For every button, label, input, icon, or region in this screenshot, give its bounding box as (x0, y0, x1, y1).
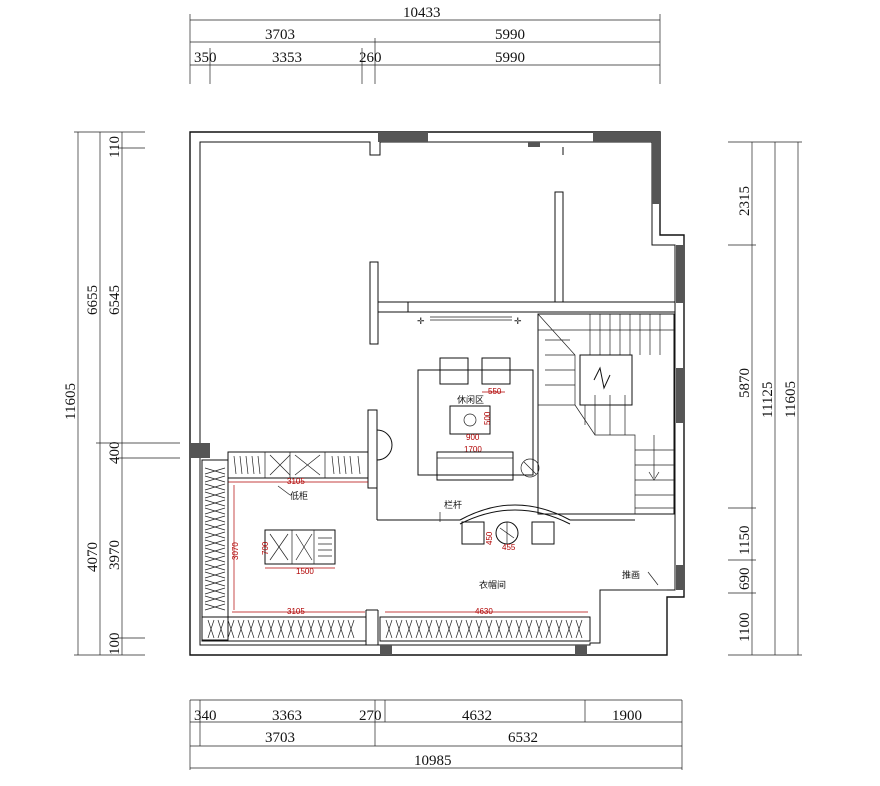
dim-left-100: 100 (107, 633, 123, 656)
measure-500: 500 (483, 411, 492, 425)
dim-left-4070: 4070 (85, 542, 101, 572)
dim-bottom-total: 10985 (414, 753, 452, 769)
dim-top-5990b: 5990 (495, 50, 525, 66)
measure-4630: 4630 (475, 607, 493, 616)
dim-left-400: 400 (107, 442, 123, 465)
interior-partitions: ✛ ✛ (365, 142, 676, 645)
dim-left-11605: 11605 (63, 383, 79, 420)
dim-bottom-6532: 6532 (508, 730, 538, 746)
measure-900: 900 (466, 433, 480, 442)
dim-right-690: 690 (737, 568, 753, 591)
low-cabinet: 3105 低柜 (227, 451, 369, 502)
left-wardrobe: 3070 (201, 459, 240, 641)
walls (189, 131, 685, 656)
measure-700: 700 (261, 541, 270, 555)
bottom-wardrobes: 3105 4630 (201, 607, 591, 642)
left-dimensions: 11605 6655 4070 110 6545 400 3970 100 (63, 131, 180, 656)
dim-right-1150: 1150 (737, 526, 753, 555)
wardrobe-room: 衣帽间 推画 (479, 569, 667, 591)
railing: 栏杆 450 455 (439, 499, 571, 552)
dim-right-11125: 11125 (760, 382, 776, 418)
label-railing: 栏杆 (444, 499, 462, 511)
measure-3105-top: 3105 (287, 477, 305, 486)
dim-top-350: 350 (194, 50, 217, 66)
dim-top-3353: 3353 (272, 50, 302, 66)
dim-top-3703: 3703 (265, 27, 295, 43)
dim-bottom-1900: 1900 (612, 708, 642, 724)
top-dimensions: 10433 3703 5990 350 3353 260 5990 (189, 5, 661, 84)
measure-3070: 3070 (231, 542, 240, 560)
measure-550: 550 (488, 387, 502, 396)
dim-top-5990: 5990 (495, 27, 525, 43)
measure-3105-bottom: 3105 (287, 607, 305, 616)
dim-bottom-3363: 3363 (272, 708, 302, 724)
bottom-dimensions: 340 3363 270 4632 1900 3703 6532 10985 (189, 699, 683, 770)
dim-left-6545: 6545 (107, 285, 123, 315)
dim-top-total: 10433 (403, 5, 441, 21)
dim-bottom-270: 270 (359, 708, 382, 724)
right-dimensions: 2315 5870 1150 690 1100 11125 11605 (728, 141, 802, 656)
measure-455: 455 (502, 543, 516, 552)
label-sliding-door: 推画 (622, 569, 640, 581)
svg-text:✛: ✛ (514, 317, 522, 327)
dim-bottom-3703: 3703 (265, 730, 295, 746)
dim-bottom-340: 340 (194, 708, 217, 724)
svg-text:✛: ✛ (417, 317, 425, 327)
staircase (537, 313, 675, 515)
dim-left-3970: 3970 (107, 540, 123, 570)
dim-left-110: 110 (107, 136, 123, 158)
dim-left-6655: 6655 (85, 285, 101, 315)
label-low-cabinet: 低柜 (290, 490, 308, 502)
dim-right-11605: 11605 (783, 381, 799, 418)
dim-bottom-4632: 4632 (462, 708, 492, 724)
dim-right-1100: 1100 (737, 613, 753, 642)
measure-1500: 1500 (296, 567, 314, 576)
leisure-area: 550 休闲区 500 900 1700 (417, 357, 540, 481)
dim-right-2315: 2315 (737, 186, 753, 216)
dim-top-260: 260 (359, 50, 382, 66)
measure-450: 450 (485, 531, 494, 545)
label-leisure-area: 休闲区 (457, 394, 484, 406)
island: 700 1500 (261, 529, 336, 576)
dim-right-5870: 5870 (737, 368, 753, 398)
measure-1700: 1700 (464, 445, 482, 454)
label-wardrobe: 衣帽间 (479, 579, 506, 591)
